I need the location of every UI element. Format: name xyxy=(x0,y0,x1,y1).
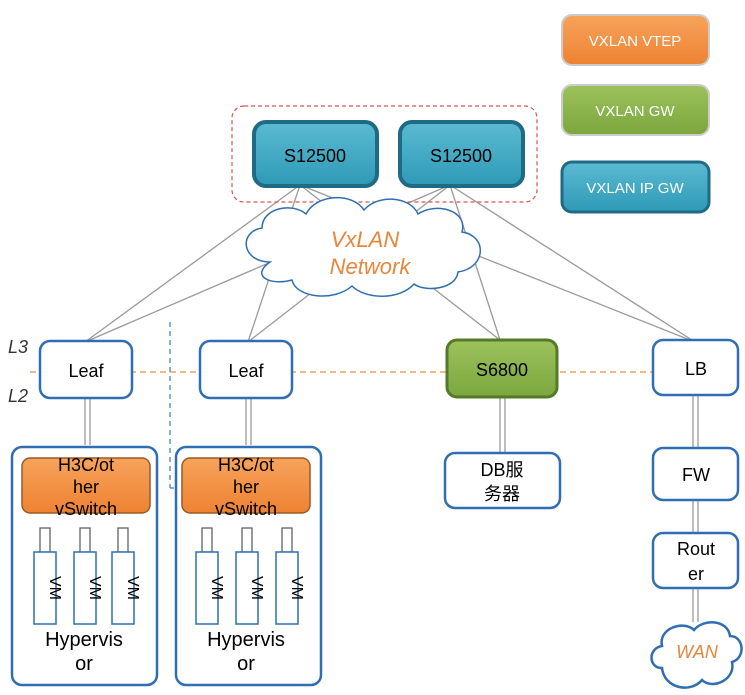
l2-label: L2 xyxy=(8,386,28,406)
svg-text:her: her xyxy=(73,477,99,497)
hypervisor-2-line1: Hypervis xyxy=(207,629,285,651)
hypervisor-1-line2: or xyxy=(75,653,93,675)
core-group-box xyxy=(231,105,538,203)
leaf-switch-1: Leaf xyxy=(38,339,134,400)
svg-text:VM: VM xyxy=(248,576,265,600)
l3-label: L3 xyxy=(8,337,28,357)
wan-cloud: WAN xyxy=(650,621,743,689)
legend-vtep-swatch xyxy=(561,14,710,66)
svg-text:务器: 务器 xyxy=(484,484,520,504)
svg-text:vSwitch: vSwitch xyxy=(55,499,117,519)
hypervisor-1-line1: Hypervis xyxy=(45,629,123,651)
svg-text:H3C/ot: H3C/ot xyxy=(218,455,274,475)
firewall: FW xyxy=(651,446,740,502)
router: Rout er xyxy=(651,531,740,590)
legend: VXLAN VTEP VXLAN GW VXLAN IP GW xyxy=(560,14,711,214)
host-1: H3C/ot her vSwitch VM VM VM Hypervis or xyxy=(10,445,159,687)
svg-text:VM: VM xyxy=(288,576,305,600)
vm-1-2: VM xyxy=(73,527,103,625)
svg-text:S6800: S6800 xyxy=(476,360,528,380)
svg-text:H3C/ot: H3C/ot xyxy=(58,455,114,475)
core-switch-left: S12500 xyxy=(252,120,379,188)
svg-text:vSwitch: vSwitch xyxy=(215,499,277,519)
db-server: DB服 务器 xyxy=(443,451,562,510)
svg-text:DB服: DB服 xyxy=(480,460,523,480)
svg-text:Leaf: Leaf xyxy=(68,361,104,381)
svg-text:Network: Network xyxy=(330,254,412,279)
svg-text:VM: VM xyxy=(86,576,103,600)
svg-text:LB: LB xyxy=(685,359,707,379)
vm-1-1: VM xyxy=(33,527,63,625)
svg-text:VxLAN: VxLAN xyxy=(331,227,400,252)
svg-text:VM: VM xyxy=(124,576,141,600)
svg-text:FW: FW xyxy=(682,465,710,485)
core-switch-right: S12500 xyxy=(398,120,525,188)
vxlan-network-cloud: VxLAN Network xyxy=(245,196,481,297)
vm-2-2: VM xyxy=(235,527,265,625)
svg-text:er: er xyxy=(688,564,704,584)
svg-text:WAN: WAN xyxy=(676,642,719,662)
hypervisor-2-line2: or xyxy=(237,653,255,675)
load-balancer: LB xyxy=(651,338,740,397)
legend-gw-swatch xyxy=(561,84,710,136)
legend-ipgw-swatch xyxy=(560,160,711,214)
vm-1-3: VM xyxy=(111,527,141,625)
svg-text:S12500: S12500 xyxy=(284,146,346,166)
vswitch-1 xyxy=(21,457,151,514)
vm-2-3: VM xyxy=(275,527,305,625)
leaf-switch-2: Leaf xyxy=(198,339,294,400)
legend-vtep-label: VXLAN VTEP xyxy=(589,33,682,50)
legend-ipgw-label: VXLAN IP GW xyxy=(586,180,684,197)
s6800-switch: S6800 xyxy=(445,338,559,399)
host-2: H3C/ot her vSwitch VM VM VM Hypervis or xyxy=(174,445,323,687)
legend-gw-label: VXLAN GW xyxy=(595,103,675,120)
svg-text:Leaf: Leaf xyxy=(228,361,264,381)
svg-text:Rout: Rout xyxy=(677,539,715,559)
svg-text:VM: VM xyxy=(46,576,63,600)
vm-2-1: VM xyxy=(195,527,225,625)
svg-text:her: her xyxy=(233,477,259,497)
svg-text:VM: VM xyxy=(208,576,225,600)
vswitch-2 xyxy=(181,457,311,514)
svg-text:S12500: S12500 xyxy=(430,146,492,166)
